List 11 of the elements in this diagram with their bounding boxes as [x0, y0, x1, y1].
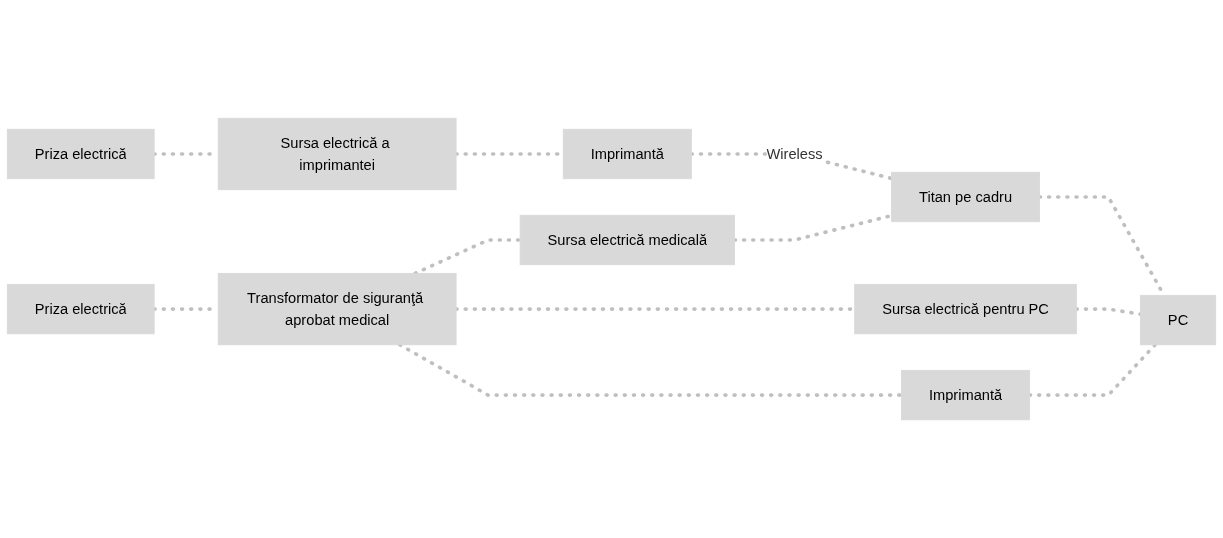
edge-label: Wireless	[766, 145, 823, 162]
node-box: Titan pe cadru	[891, 171, 1040, 223]
node-box: Transformator de siguranţă aprobat medical	[217, 272, 457, 346]
node-box: PC	[1139, 294, 1217, 346]
node-box: Imprimantă	[901, 369, 1031, 421]
node-box: Sursa electrică medicală	[519, 214, 735, 266]
node-box: Imprimantă	[562, 128, 692, 180]
node-box: Sursa electrică a imprimantei	[217, 117, 457, 191]
node-box: Sursa electrică pentru PC	[854, 283, 1077, 335]
node-box: Priza electrică	[6, 128, 155, 180]
node-box: Priza electrică	[6, 283, 155, 335]
